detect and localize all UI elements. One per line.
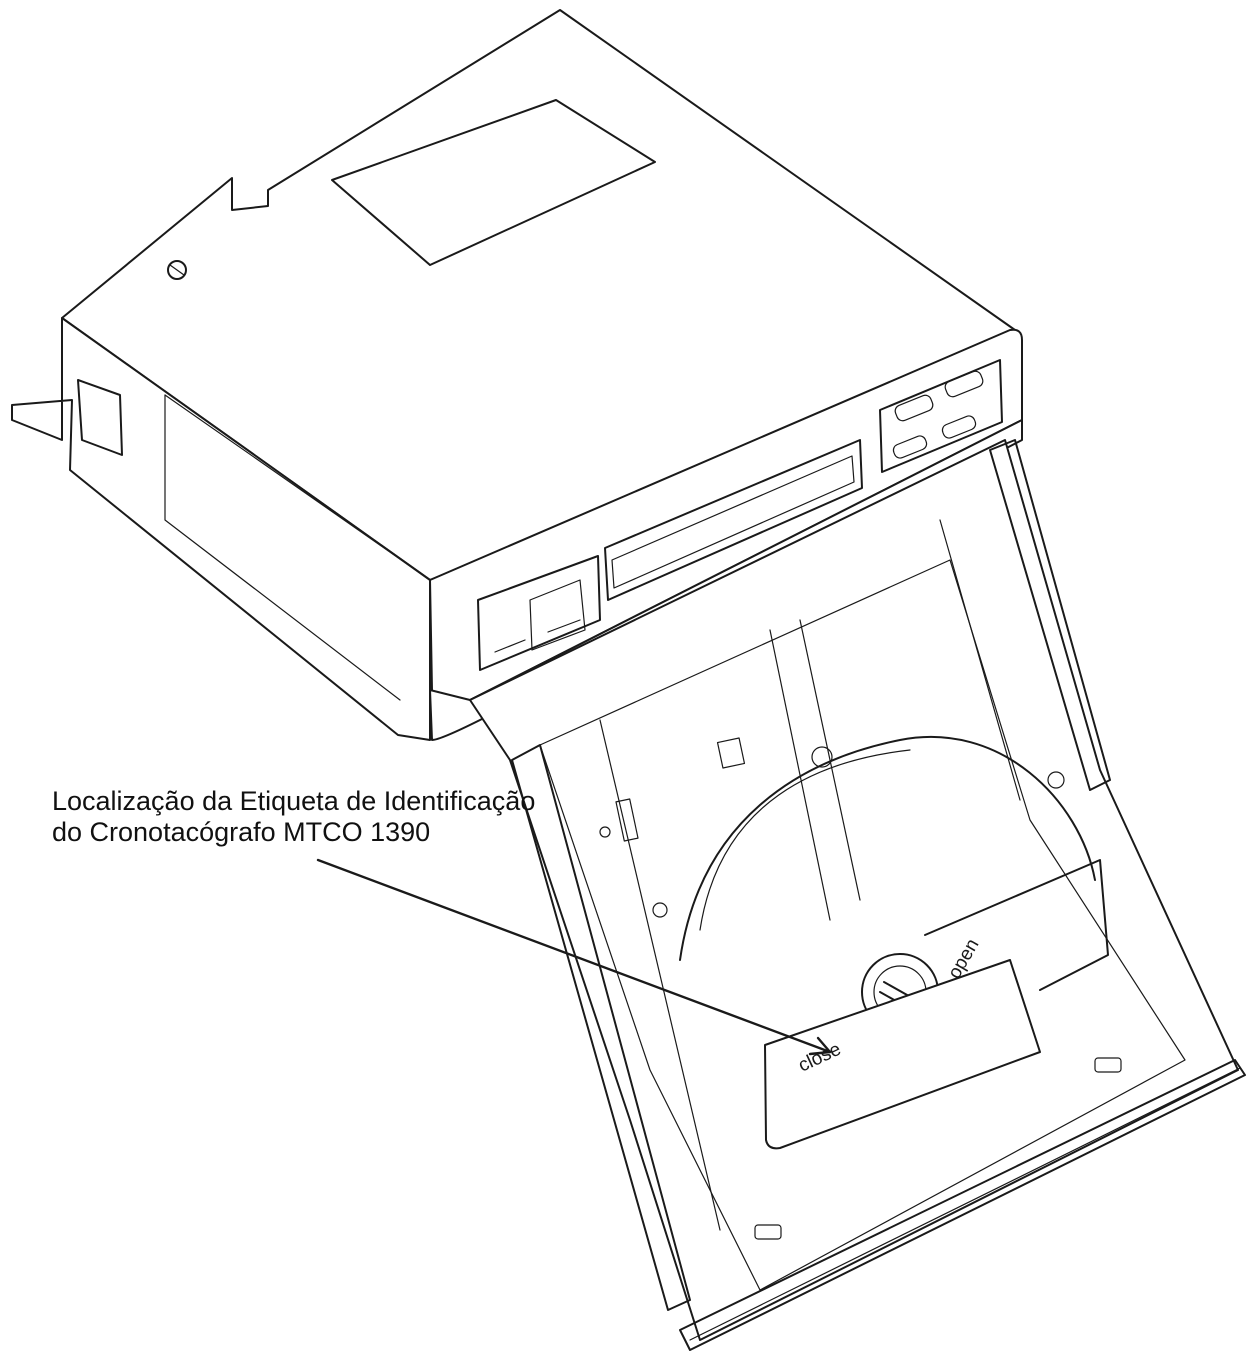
identification-label-callout: Localização da Etiqueta de Identificação… xyxy=(52,786,612,848)
plus-button[interactable] xyxy=(943,369,984,398)
callout-line-1: Localização da Etiqueta de Identificação xyxy=(52,786,536,816)
left-card-slot xyxy=(477,555,601,671)
drawer-right-rail xyxy=(989,439,1111,791)
minus-button[interactable] xyxy=(893,393,934,422)
identification-label-area xyxy=(764,959,1041,1150)
screw-icon xyxy=(167,260,187,280)
upper-label-frame xyxy=(924,859,1109,991)
paper-disc xyxy=(679,735,1096,961)
drawer-front-edge xyxy=(679,1059,1246,1351)
lower-button-right[interactable] xyxy=(941,414,978,440)
callout-leader-arrow xyxy=(316,858,832,1056)
top-label-area xyxy=(331,99,656,266)
callout-line-2: do Cronotacógrafo MTCO 1390 xyxy=(52,817,431,847)
side-window xyxy=(77,379,123,456)
display-window xyxy=(604,439,863,601)
drawer-left-rail xyxy=(511,744,691,1311)
lower-button-left[interactable] xyxy=(892,434,929,460)
printer-drawer: close open xyxy=(469,439,1246,1351)
